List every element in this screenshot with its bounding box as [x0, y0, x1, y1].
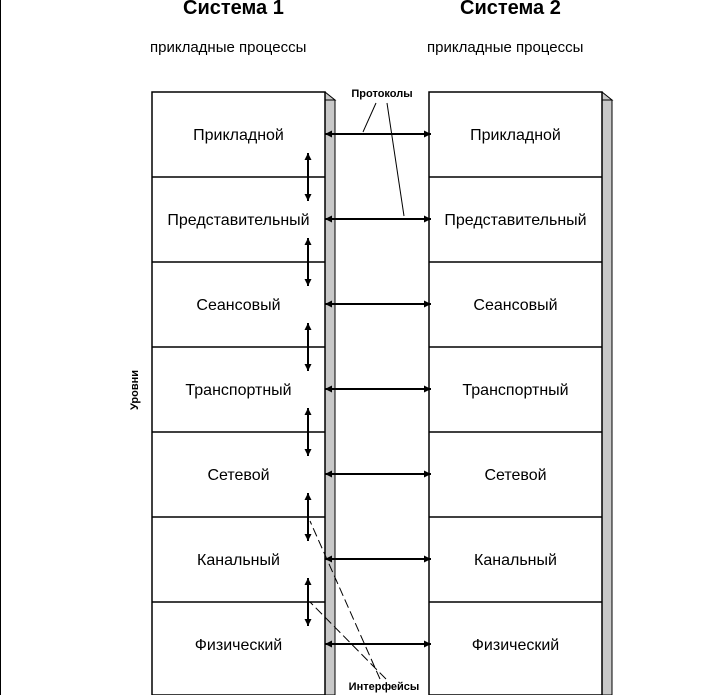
system1-subtitle: прикладные процессы: [150, 39, 307, 56]
system1-stack-box: [151, 91, 326, 695]
interfaces-label: Интерфейсы: [349, 681, 420, 693]
system1-layer-label: Сетевой: [207, 467, 269, 484]
system2-layer-label: Транспортный: [462, 382, 568, 399]
system2-subtitle: прикладные процессы: [427, 39, 584, 56]
system2-layer-label: Физический: [472, 637, 559, 654]
interfaces-leader-2: [309, 601, 387, 680]
system2-stack-shadow: [601, 99, 613, 695]
interfaces-leader-1: [309, 520, 381, 680]
system1-layer-label: Канальный: [197, 552, 280, 569]
protocol-arrows: [325, 130, 431, 648]
system2-title: Система 2: [460, 0, 561, 19]
system2-layer-label: Сеансовый: [473, 297, 557, 314]
levels-label: Уровни: [129, 370, 141, 410]
system1-layer-label: Прикладной: [193, 127, 284, 144]
system1-stack-shadow: [324, 99, 336, 695]
system1-title: Система 1: [183, 0, 284, 19]
system2-layer-label: Сетевой: [484, 467, 546, 484]
system2-stack-box: [428, 91, 603, 695]
system2-layer-label: Прикладной: [470, 127, 561, 144]
system1-layer-label: Физический: [195, 637, 282, 654]
protocols-label: Протоколы: [351, 88, 412, 100]
system1-layer-label: Сеансовый: [196, 297, 280, 314]
system1-layer-label: Транспортный: [185, 382, 291, 399]
system2-layer-label: Представительный: [444, 212, 586, 229]
system2-layer-label: Канальный: [474, 552, 557, 569]
protocols-leader-2: [386, 102, 405, 217]
system2-stack: ПрикладнойПредставительныйСеансовыйТранс…: [428, 91, 614, 695]
system1-layer-label: Представительный: [167, 212, 309, 229]
system1-stack: ПрикладнойПредставительныйСеансовыйТранс…: [151, 91, 337, 695]
protocols-leader-1: [362, 102, 377, 133]
